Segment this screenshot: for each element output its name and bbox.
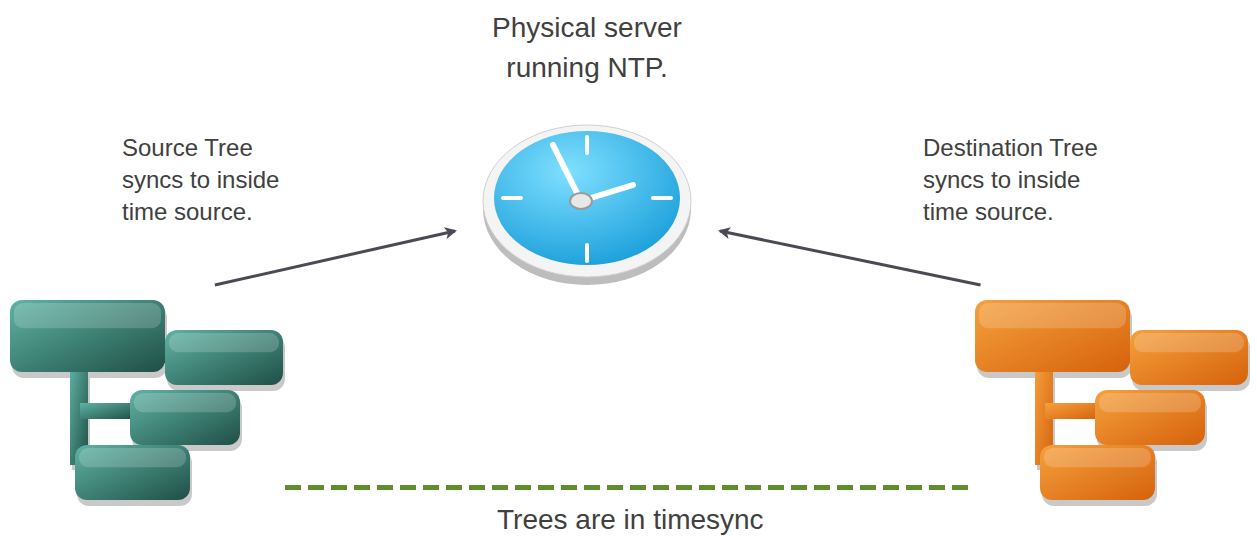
edge-label: Trees are in timesync: [493, 504, 768, 536]
tree-icon: [10, 285, 285, 505]
clock-icon: [455, 105, 720, 285]
tree-node: Destination Tree syncs to inside time so…: [975, 285, 1252, 505]
tree-node: Source Tree syncs to inside time source.: [10, 285, 285, 505]
time-server: Physical server running NTP.: [455, 105, 720, 285]
sync-arrow: [215, 231, 455, 285]
node-caption: Physical server running NTP.: [457, 8, 717, 88]
node-caption: Destination Tree syncs to inside time so…: [923, 132, 1113, 228]
node-caption: Source Tree syncs to inside time source.: [122, 132, 312, 228]
tree-icon: [975, 285, 1250, 505]
sync-arrow: [720, 231, 981, 285]
sync-dashed-line: [285, 485, 975, 490]
